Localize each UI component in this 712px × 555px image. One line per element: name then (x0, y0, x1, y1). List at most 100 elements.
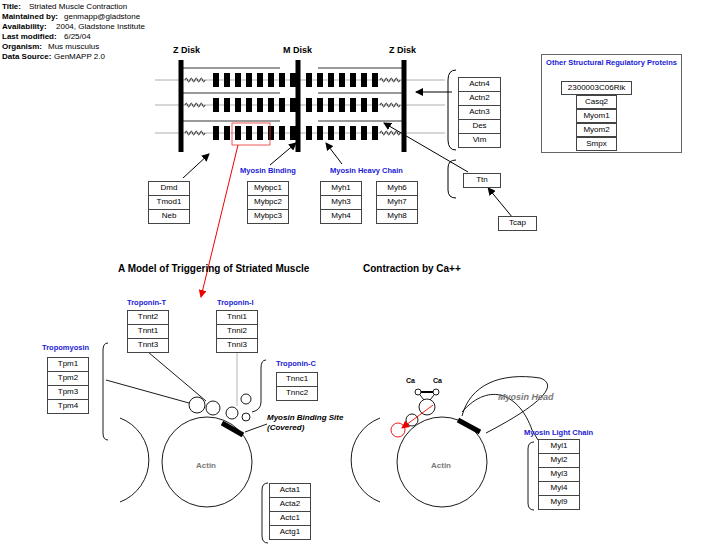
gene-name: Casq2 (585, 96, 608, 108)
gene-box: Tnnc1 (276, 372, 318, 387)
titin-spring (380, 103, 400, 107)
myosin-bar (257, 73, 263, 87)
label-text: GenMAPP 2.0 (54, 52, 105, 62)
gene-box: Myh8 (376, 209, 418, 224)
sarcomere (155, 60, 445, 152)
myosin-bar (361, 126, 367, 140)
myosin-bar (361, 73, 367, 87)
gene-box: Smpx (576, 137, 617, 151)
gene-name: Myom2 (583, 124, 609, 136)
myosin-bar (350, 126, 356, 140)
gene-name: Myh4 (331, 210, 351, 222)
gene-box: Ttn (463, 173, 501, 188)
titin-spring (185, 131, 205, 135)
gene-name: Myl3 (551, 468, 568, 480)
label-text: Myosin Binding (240, 166, 296, 176)
gene-name: Myl9 (551, 496, 568, 508)
myosin-bar (257, 126, 263, 140)
label-text: 2004, Gladstone Institute (56, 22, 145, 32)
label-text: Troponin-T (127, 298, 166, 308)
myosin-bar (246, 126, 252, 140)
gene-name: Tpm1 (58, 358, 78, 370)
myosin-bar (339, 98, 345, 112)
myosin-bar (235, 126, 241, 140)
label-text: Data Source: (2, 52, 51, 62)
label-text: Myosin Light Chain (524, 428, 593, 438)
label-text: genmapp@gladstone (64, 12, 140, 22)
gene-box: 2300003C06Rik (561, 81, 632, 95)
gene-name: Vim (473, 134, 487, 146)
gene-box: Dmd (148, 181, 190, 196)
gene-name: Myl2 (551, 454, 568, 466)
myosin-bar (317, 98, 323, 112)
myosin-bar (350, 73, 356, 87)
label-text: 6/25/04 (64, 32, 91, 42)
label-text: Actin (196, 461, 216, 471)
gene-name: Tnnt3 (138, 339, 158, 351)
myosin-bar (328, 126, 334, 140)
label-text: Ca (433, 376, 442, 386)
gene-name: Dmd (161, 182, 178, 194)
myosin-bar (246, 73, 252, 87)
gene-name: Mybpc3 (254, 210, 282, 222)
gene-name: Tmod1 (157, 196, 182, 208)
myosin-bar (268, 98, 274, 112)
label-text: Z Disk (173, 45, 200, 56)
myosin-bar (290, 98, 296, 112)
gene-box: Tnnc2 (276, 386, 318, 401)
gene-box: Acta1 (269, 483, 311, 498)
gene-box: Myh4 (320, 209, 362, 224)
myosin-bar (268, 73, 274, 87)
gene-name: Myl4 (551, 482, 568, 494)
myosin-bar (279, 73, 285, 87)
leader-arrows (183, 70, 468, 297)
group-heading: Other Structural Regulatory Proteins (542, 55, 681, 69)
gene-box: Myom2 (576, 123, 617, 137)
actin-model-left (103, 343, 268, 543)
gene-box: Tcap (498, 216, 537, 231)
gene-name: Myh3 (331, 196, 351, 208)
label-text: Actin (431, 461, 451, 471)
gene-box: Vim (458, 133, 501, 148)
myosin-bar (213, 98, 219, 112)
myosin-bar (328, 98, 334, 112)
myosin-bar (372, 98, 378, 112)
gene-name: Mybpc2 (254, 196, 282, 208)
gene-box: Tnni2 (216, 324, 258, 339)
label-text: M Disk (283, 45, 312, 56)
gene-box: Casq2 (576, 95, 617, 109)
gene-name: Myh6 (387, 182, 407, 194)
gene-box: Myh3 (320, 195, 362, 210)
titin-spring (380, 78, 400, 82)
gene-name: 2300003C06Rik (568, 82, 625, 94)
myosin-bar (317, 126, 323, 140)
gene-box: Tnnt2 (127, 310, 169, 325)
label-text: Z Disk (389, 45, 416, 56)
myosin-bar (246, 98, 252, 112)
label-text: Myosin Head (498, 392, 554, 402)
gene-box: Myl1 (538, 439, 580, 454)
gene-box: Des (458, 119, 501, 134)
gene-box: Tpm4 (47, 399, 89, 414)
gene-name: Actn4 (469, 78, 489, 90)
label-text: Ca (406, 376, 415, 386)
label-text: Troponin-I (217, 298, 254, 308)
myosin-bar (279, 126, 285, 140)
gene-box: Myh7 (376, 195, 418, 210)
gene-box: Tpm1 (47, 357, 89, 372)
gene-box: Neb (148, 209, 190, 224)
label-text: Title: (2, 2, 21, 12)
gene-box: Myl9 (538, 495, 580, 510)
gene-box: Mybpc3 (247, 209, 289, 224)
titin-spring (380, 131, 400, 135)
gene-box: Tpm2 (47, 371, 89, 386)
myosin-bar (235, 98, 241, 112)
myosin-bar (213, 126, 219, 140)
gene-box: Myl4 (538, 481, 580, 496)
gene-name: Actn2 (469, 92, 489, 104)
gene-name: Acta1 (280, 484, 300, 496)
gene-box: Myom1 (576, 109, 617, 123)
gene-name: Myom1 (583, 110, 609, 122)
myosin-bar (290, 126, 296, 140)
gene-name: Smpx (586, 138, 606, 150)
